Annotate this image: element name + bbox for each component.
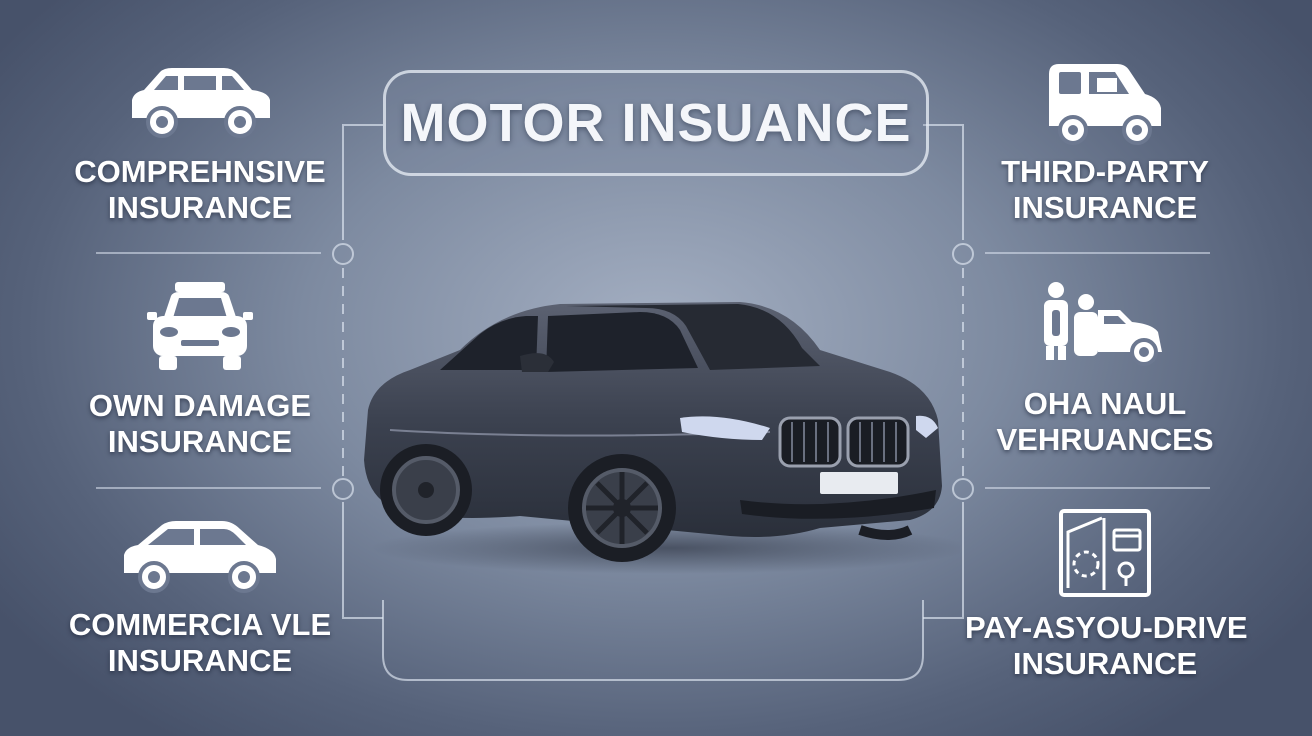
page-title: MOTOR INSUANCE (400, 93, 912, 153)
van-icon (1049, 64, 1161, 145)
panel-label-line1: THIRD-PARTY (1001, 154, 1209, 189)
car-front-icon (147, 282, 253, 370)
panel-label-line1: COMMERCIA VLE (68, 607, 332, 642)
panel-label-line1: OWN DAMAGE (88, 388, 312, 423)
panel-label-line1: COMPREHNSIVE (74, 154, 326, 189)
panel-label-line1: PAY-ASYOU-DRIVE (965, 610, 1248, 645)
panel-label-line2: VEHRUANCES (996, 422, 1214, 457)
panel-third-party[interactable]: THIRD-PARTY INSURANCE (965, 60, 1245, 226)
hatchback-icon (124, 521, 276, 593)
divider-right-1 (985, 252, 1210, 254)
panel-label-line2: INSURANCE (1012, 646, 1198, 681)
calendar-gauge-icon (1059, 509, 1151, 597)
divider-left-1 (96, 252, 321, 254)
panel-label-line2: INSURANCE (107, 643, 293, 678)
panel-commercial-vehicle[interactable]: COMMERCIA VLE INSURANCE (60, 515, 340, 679)
panel-label-line2: INSURANCE (107, 190, 293, 225)
panel-comprehensive[interactable]: COMPREHNSIVE INSURANCE (60, 62, 340, 226)
divider-left-2 (96, 487, 321, 489)
car-image (350, 290, 970, 590)
panel-pay-as-you-drive[interactable]: PAY-ASYOU-DRIVE INSURANCE (965, 508, 1248, 682)
panel-label-line2: INSURANCE (1012, 190, 1198, 225)
divider-right-2 (985, 487, 1210, 489)
people-car-icon (1044, 282, 1162, 366)
title-box: MOTOR INSUANCE (383, 70, 929, 176)
panel-label-line2: INSURANCE (107, 424, 293, 459)
panel-own-damage[interactable]: OWN DAMAGE INSURANCE (60, 280, 340, 460)
panel-label-line1: OHA NAUL (1023, 386, 1187, 421)
panel-roadside[interactable]: OHA NAUL VEHRUANCES (965, 280, 1245, 458)
suv-icon (132, 68, 270, 138)
